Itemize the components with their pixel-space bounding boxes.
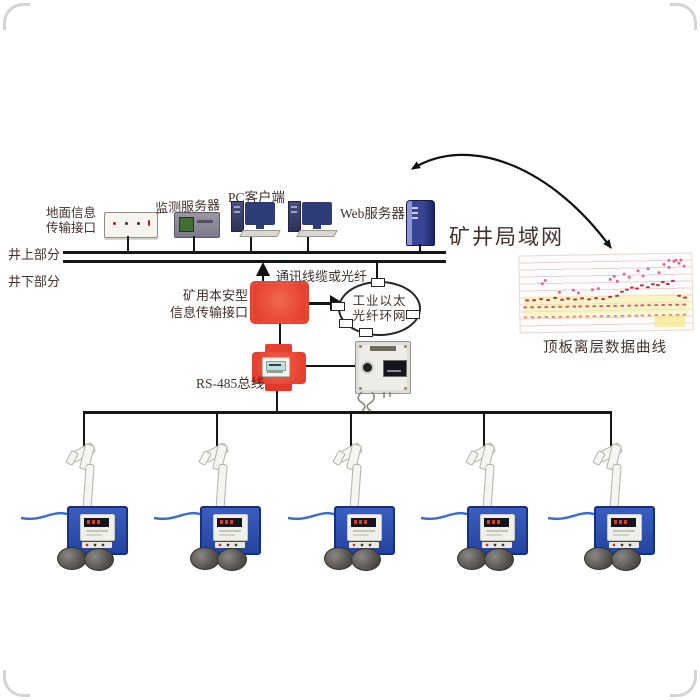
sensor-rod xyxy=(609,463,622,513)
sensor-buttons xyxy=(349,542,379,548)
sensor-buttons xyxy=(482,542,512,548)
sensor-cable xyxy=(154,511,200,521)
sensor-drop-line xyxy=(483,411,485,447)
ground-interface-device xyxy=(104,212,158,238)
separation-sensor-4 xyxy=(421,442,541,576)
substation-lcd xyxy=(262,357,290,377)
ring-node xyxy=(359,328,373,337)
photo-corner xyxy=(3,670,30,697)
safe-interface-device xyxy=(250,281,309,324)
sensor-rod xyxy=(349,463,362,513)
sensor-cylinder xyxy=(457,547,487,570)
separation-sensor-5 xyxy=(548,442,668,576)
sensor-rod xyxy=(482,463,495,513)
sensor-cylinder xyxy=(324,547,354,570)
ring-node xyxy=(406,310,420,319)
connector-line xyxy=(127,236,129,253)
sensor-panel xyxy=(80,514,115,541)
up-arrow xyxy=(256,262,270,276)
connector-line xyxy=(279,324,281,345)
sensor-body xyxy=(594,506,655,555)
connector-line xyxy=(276,391,278,412)
sensor-display xyxy=(611,518,636,527)
substation-device xyxy=(252,344,306,391)
sensor-drop-line xyxy=(216,411,218,447)
server-screen xyxy=(179,217,194,232)
sensor-panel xyxy=(607,514,642,541)
sensor-body xyxy=(334,506,395,555)
connector-line xyxy=(306,365,355,367)
web-server-label: Web服务器 xyxy=(340,206,405,221)
sensor-display xyxy=(484,518,509,527)
photo-corner xyxy=(670,3,697,30)
separation-sensor-2 xyxy=(154,442,274,576)
sensor-buttons xyxy=(609,542,639,548)
safe-interface-label: 矿用本安型 信息传输接口 xyxy=(169,288,248,320)
sensor-drop-line xyxy=(350,411,352,447)
sensor-drop-line xyxy=(610,411,612,447)
sensor-display xyxy=(351,518,376,527)
sensor-cable xyxy=(288,511,334,521)
comm-line-label: 通讯线缆或光纤 xyxy=(276,269,368,284)
sensor-buttons xyxy=(82,542,112,548)
sensor-cylinder xyxy=(484,548,514,571)
connector-line xyxy=(250,237,252,253)
chart-caption: 顶板离层数据曲线 xyxy=(543,340,667,356)
flameproof-power-box xyxy=(355,341,411,394)
sensor-cylinder xyxy=(57,547,87,570)
sensor-display xyxy=(84,518,109,527)
sensor-body xyxy=(467,506,528,555)
sensor-buttons xyxy=(215,542,245,548)
sensor-rod xyxy=(82,463,95,513)
rs485-bus-label: RS-485总线 xyxy=(196,376,265,391)
separation-sensor-1 xyxy=(21,442,141,576)
connector-line xyxy=(193,236,195,253)
lan-bus-line-upper xyxy=(63,251,446,254)
sensor-cylinder xyxy=(84,548,114,571)
monitor-server-device xyxy=(174,212,220,238)
ring-node xyxy=(371,278,385,287)
rs485-bus-line xyxy=(84,411,612,414)
pc-client-1 xyxy=(231,199,281,239)
sensor-panel xyxy=(480,514,515,541)
sensor-cable xyxy=(548,511,594,521)
sensor-cylinder xyxy=(217,548,247,571)
sensor-cylinder xyxy=(584,547,614,570)
power-box-window xyxy=(383,360,407,377)
pc-client-2 xyxy=(288,199,338,239)
above-ground-label: 井上部分 xyxy=(8,247,61,262)
photo-corner xyxy=(670,670,697,697)
sensor-rod xyxy=(215,463,228,513)
sensor-panel xyxy=(213,514,248,541)
sensor-cylinder xyxy=(611,548,641,571)
sensor-display xyxy=(217,518,242,527)
ground-interface-label: 地面信息 传输接口 xyxy=(46,206,97,235)
photo-corner xyxy=(3,3,30,30)
sensor-cylinder xyxy=(351,548,381,571)
sensor-cylinder xyxy=(190,547,220,570)
sensor-body xyxy=(200,506,261,555)
arrow-shaft xyxy=(309,302,331,305)
ring-node xyxy=(339,319,353,328)
connector-line xyxy=(307,237,309,253)
lan-bus-line-lower xyxy=(63,260,446,263)
connector-line xyxy=(376,262,378,281)
connector-line xyxy=(262,275,264,282)
knob xyxy=(363,363,372,372)
sensor-cable xyxy=(21,511,67,521)
sensor-body xyxy=(67,506,128,555)
separation-sensor-3 xyxy=(288,442,408,576)
sensor-cable xyxy=(421,511,467,521)
ring-node xyxy=(331,302,345,311)
sensor-drop-line xyxy=(83,411,85,447)
below-ground-label: 井下部分 xyxy=(8,274,61,289)
sensor-panel xyxy=(347,514,382,541)
